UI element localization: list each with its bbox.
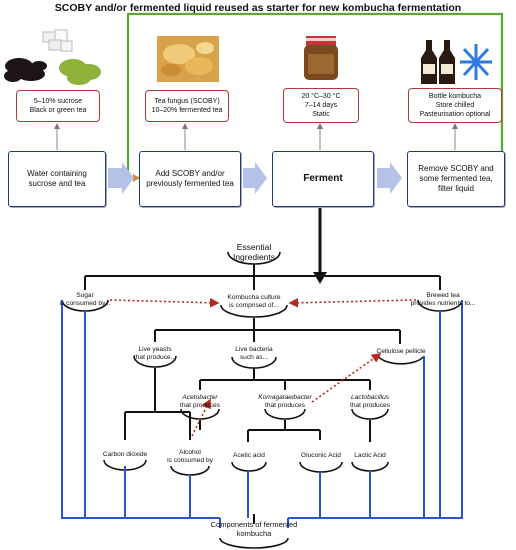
sugar-node: Sugar is consumed by... (60, 292, 111, 308)
label-line: Essential (236, 242, 272, 252)
snowflake-icon (460, 44, 492, 80)
label-line: provides nutrients to... (410, 300, 476, 307)
tree-blue-lines (61, 300, 463, 528)
info-box-starter: Tea fungus (SCOBY) 10–20% fermented tea (145, 90, 229, 122)
brewed-tea-node: Brewed tea provides nutrients to... (411, 292, 476, 308)
label-line: Live yeasts (138, 346, 172, 353)
label-line: that produce... (133, 354, 177, 361)
step-ferment: Ferment (272, 151, 374, 207)
tree-black-lines (84, 264, 441, 524)
label-line: Lactic Acid (354, 452, 386, 459)
label-line: is consumed by (167, 457, 213, 464)
genus-name: Lactobacillus (350, 394, 390, 401)
label-line: Live bacteria (235, 346, 273, 353)
label-line: Cellulose pellicle (376, 348, 426, 355)
cellulose-pellicle-node: Cellulose pellicle (376, 348, 425, 356)
label-line: Sugar (76, 292, 94, 299)
bottles-icon (421, 40, 492, 84)
label-line: Kombucha culture (227, 294, 281, 301)
info-line: 10–20% fermented tea (151, 107, 223, 114)
label-line: that produces (180, 402, 220, 409)
label-line: Gluconic Acid (301, 452, 341, 459)
label-line: that produces (265, 402, 305, 409)
komagataeibacter-node: Komagataeibacter that produces (258, 394, 312, 410)
info-box-storage: Bottle kombucha Store chilled Pasteurisa… (408, 88, 502, 123)
step-prepare-tea: Water containing sucrose and tea (8, 151, 106, 207)
step-arrow-1 (108, 162, 134, 194)
lactobacillus-node: Lactobacillus that produces (350, 394, 390, 410)
live-yeasts-node: Live yeasts that produce... (134, 346, 176, 362)
label-line: is consumed by... (59, 300, 111, 307)
label-line: kombucha (236, 529, 272, 538)
info-line: 7–14 days (304, 102, 338, 109)
ferment-down-arrowhead (313, 272, 327, 284)
step-label: Add SCOBY and/or previously fermented te… (146, 169, 234, 188)
label-line: Components of fermented (210, 520, 298, 529)
info-line: Tea fungus (SCOBY) (154, 98, 220, 105)
step-label: Remove SCOBY and some fermented tea, fil… (418, 164, 494, 193)
info-line: Black or green tea (29, 107, 87, 114)
label-line: such as... (239, 354, 269, 361)
label-line: that produces (350, 402, 390, 409)
acetobacter-node: Acetobacter that produces (180, 394, 220, 410)
info-line: Pasteurisation optional (419, 111, 491, 118)
live-bacteria-node: Live bacteria such as... (235, 346, 272, 362)
essential-ingredients-label: Essential Ingredients (233, 242, 275, 262)
label-line: Carbon dioxide (102, 451, 148, 458)
components-node: Components of fermented kombucha (211, 520, 298, 538)
label-line: is comprised of... (229, 302, 279, 309)
jar-icon (304, 36, 338, 80)
acetic-acid-node: Acetic acid (233, 452, 265, 460)
genus-name: Acetobacter (182, 394, 218, 401)
label-line: Acetic acid (233, 452, 265, 459)
info-box-ingredients: 5–10% sucrose Black or green tea (16, 90, 100, 122)
info-line: Store chilled (435, 102, 475, 109)
page-title: SCOBY and/or fermented liquid reused as … (54, 2, 462, 14)
tea-leaves-icon (4, 58, 47, 82)
label-line: Ingredients (232, 252, 276, 262)
label-line: Brewed tea (426, 292, 460, 299)
carbon-dioxide-node: Carbon dioxide (103, 451, 147, 459)
info-line: Static (312, 111, 330, 118)
step-label: Water containing sucrose and tea (27, 169, 87, 188)
step-arrow-3 (377, 162, 402, 194)
info-line: 20 °C–30 °C (301, 93, 341, 100)
scoby-icon (157, 36, 219, 82)
kombucha-culture-node: Kombucha culture is comprised of... (227, 294, 280, 310)
step-arrow-2 (243, 162, 267, 194)
reuse-loop-arrowhead (133, 174, 140, 182)
info-box-conditions: 20 °C–30 °C 7–14 days Static (283, 88, 359, 123)
alcohol-node: Alcohol is consumed by (167, 449, 213, 465)
sugar-cubes-icon (4, 29, 101, 85)
gluconic-acid-node: Gluconic Acid (301, 452, 341, 460)
info-line: Bottle kombucha (428, 93, 482, 100)
tree-dotted-arrows (109, 297, 417, 437)
step-label: Ferment (303, 173, 343, 184)
step-remove-scoby: Remove SCOBY and some fermented tea, fil… (407, 151, 505, 207)
step-add-scoby: Add SCOBY and/or previously fermented te… (139, 151, 241, 207)
genus-name: Komagataeibacter (258, 394, 312, 401)
info-line: 5–10% sucrose (33, 98, 83, 105)
label-line: Alcohol (179, 449, 201, 456)
lactic-acid-node: Lactic Acid (354, 452, 386, 460)
